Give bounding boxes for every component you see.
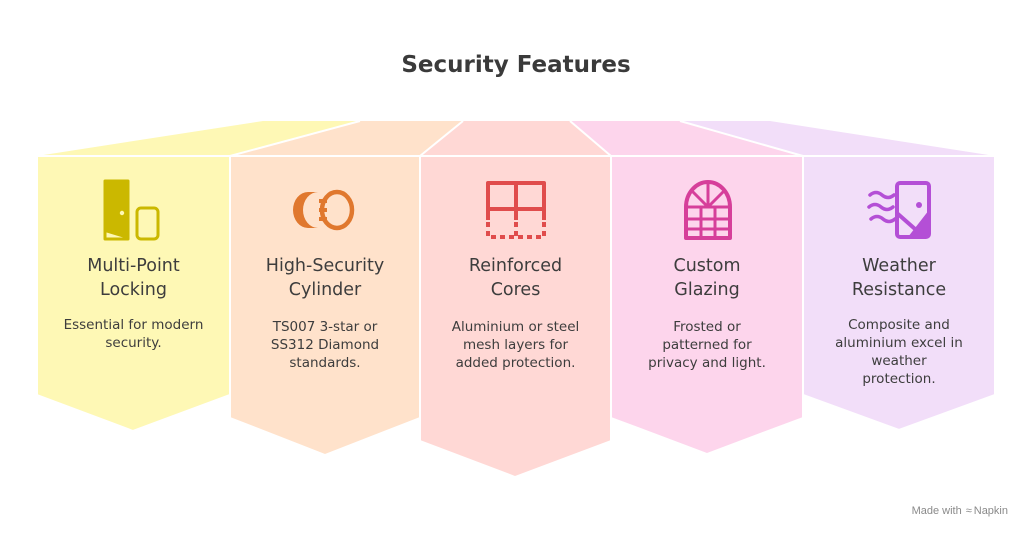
feature-heading: Custom Glazing xyxy=(673,256,741,300)
feature-card-5 xyxy=(802,155,996,432)
feature-description: Aluminium or steel mesh layers for added… xyxy=(451,319,580,371)
feature-text-3: Reinforced Cores Aluminium or steel mesh… xyxy=(420,254,611,372)
feature-card-4 xyxy=(610,155,804,456)
footer-text: Made with xyxy=(911,505,962,517)
feature-card-1 xyxy=(36,155,231,433)
roof-divider xyxy=(419,120,464,157)
arched-window-icon xyxy=(684,180,732,240)
feature-card-2 xyxy=(229,155,421,457)
feature-description: Essential for modern security. xyxy=(63,317,204,351)
door-phone-icon xyxy=(103,179,160,241)
feature-card-3 xyxy=(419,155,612,479)
feature-text-4: Custom Glazing Frosted or patterned for … xyxy=(611,254,803,372)
feature-roof-1 xyxy=(37,121,360,156)
roof-divider xyxy=(229,120,361,157)
napkin-logo-icon: ≈ xyxy=(965,505,972,517)
roof-divider xyxy=(569,120,612,157)
wind-door-icon xyxy=(867,181,931,239)
feature-heading: Weather Resistance xyxy=(851,256,947,300)
feature-description: Composite and aluminium excel in weather… xyxy=(835,317,963,387)
feature-roof-5 xyxy=(680,121,995,156)
feature-text-2: High-Security Cylinder TS007 3-star or S… xyxy=(230,254,420,372)
feature-description: Frosted or patterned for privacy and lig… xyxy=(648,319,766,371)
roof-divider xyxy=(679,120,804,157)
window-frame-icon xyxy=(486,181,546,239)
feature-heading: High-Security Cylinder xyxy=(265,256,385,300)
footer-brand: Napkin xyxy=(973,505,1008,517)
feature-roof-2 xyxy=(230,121,463,156)
feature-roof-4 xyxy=(570,121,803,156)
feature-text-1: Multi-Point Locking Essential for modern… xyxy=(37,254,230,352)
feature-heading: Multi-Point Locking xyxy=(87,256,180,300)
feature-heading: Reinforced Cores xyxy=(468,256,563,300)
feature-text-5: Weather Resistance Composite and alumini… xyxy=(803,254,995,388)
feature-description: TS007 3-star or SS312 Diamond standards. xyxy=(270,319,380,371)
diagram-title: Security Features xyxy=(401,52,631,78)
lock-cylinder-icon xyxy=(293,189,355,231)
made-with-footer: Made with≈Napkin xyxy=(912,505,1008,517)
feature-roof-3 xyxy=(420,121,611,156)
